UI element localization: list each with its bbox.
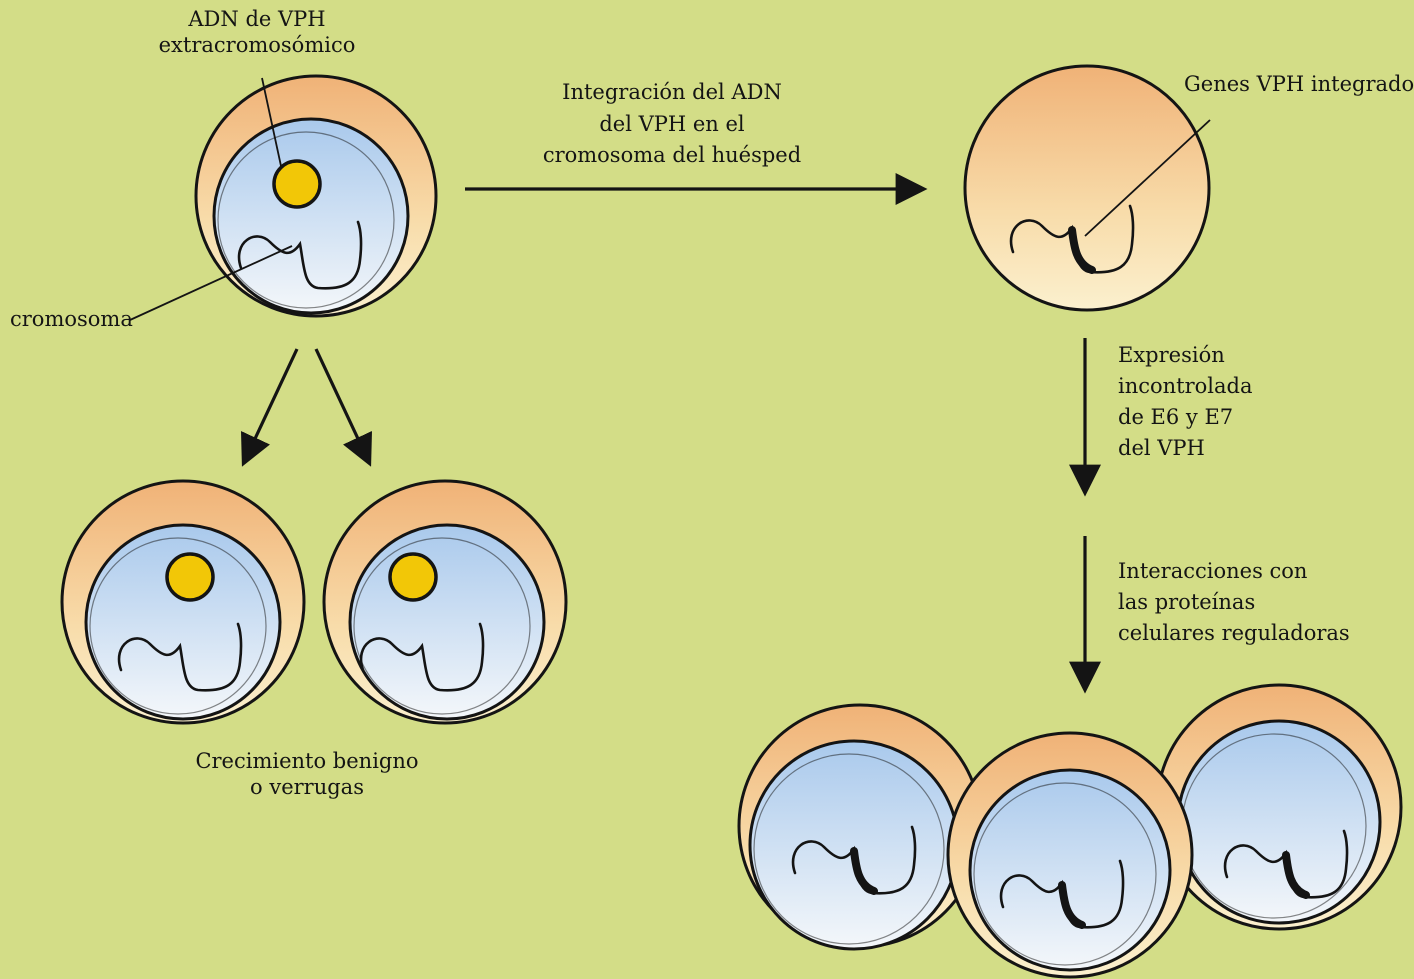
daughter-cell-right (324, 481, 566, 723)
label-integracion-3: cromosoma del huésped (543, 143, 801, 167)
label-verrugas: o verrugas (250, 775, 364, 799)
label-interacciones-1: Interacciones con (1118, 559, 1307, 583)
label-interacciones-3: celulares reguladoras (1118, 621, 1350, 645)
hpv-episome (274, 161, 320, 207)
cell-integrated-genes (965, 66, 1209, 310)
label-expresion-1: Expresión (1118, 343, 1225, 367)
infected-cell-episomal (196, 76, 436, 316)
label-extracromosomico: extracromosómico (159, 33, 356, 57)
label-expresion-2: incontrolada (1118, 374, 1253, 398)
label-adn-vph: ADN de VPH (187, 7, 325, 31)
label-cromosoma: cromosoma (10, 307, 133, 331)
hpv-episome (390, 554, 436, 600)
cell-membrane (965, 66, 1209, 310)
label-crecimiento-benigno: Crecimiento benigno (195, 749, 418, 773)
nucleus (1178, 721, 1380, 923)
daughter-cell-left (62, 481, 304, 723)
transformed-cell-middle (948, 733, 1192, 977)
label-interacciones-2: las proteínas (1118, 590, 1255, 614)
label-integracion-1: Integración del ADN (562, 80, 782, 104)
label-integracion-2: del VPH en el (599, 112, 745, 136)
nucleus (970, 770, 1170, 970)
nucleus (750, 741, 958, 949)
label-expresion-3: de E6 y E7 (1118, 405, 1233, 429)
transformed-cell-left (739, 705, 981, 949)
label-genes-vph-integrados: Genes VPH integrados (1184, 72, 1414, 96)
transformed-cell-right (1157, 685, 1401, 929)
hpv-episome (167, 554, 213, 600)
label-expresion-4: del VPH (1118, 436, 1205, 460)
